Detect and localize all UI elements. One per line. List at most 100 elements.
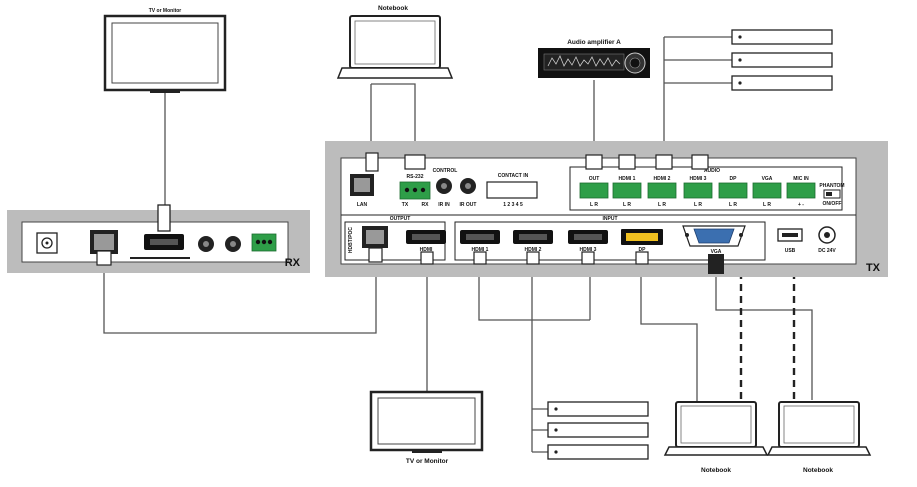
tx-input-section [454, 221, 766, 261]
cable-notebook-rs232 [371, 83, 416, 158]
tx-tx-pin: TX [402, 202, 409, 208]
player-top-2-led [738, 58, 742, 62]
notebook-top-display [354, 20, 436, 65]
rx-audio-jack-2-inner [230, 241, 236, 247]
tx-output-label: OUTPUT [390, 216, 411, 222]
tx-in-hdmi1-port-inner [466, 234, 494, 240]
tx-audio-dp-label: DP [730, 176, 738, 182]
tx-in-dp-plug [635, 251, 649, 265]
player-bottom-1 [547, 401, 649, 417]
notebook-bottom-left: Notebook [663, 401, 769, 474]
tx-ir-out-label: IR OUT [460, 202, 477, 208]
notebook-top-base [336, 67, 454, 79]
cable-players-top-branches [664, 36, 732, 84]
tx-audio-hdmi1-plug [618, 154, 636, 170]
tx-audio-out-plug [585, 154, 603, 170]
players-top [731, 29, 833, 91]
tx-audio-dp-lr: L R [729, 202, 737, 208]
tx-audio-hdmi3-plug [691, 154, 709, 170]
tx-mic-in-label: MIC IN [793, 176, 809, 182]
audio-amp-panel [543, 53, 625, 71]
tx-rs232-plug [404, 154, 426, 170]
tx-mic-in-terminal [786, 182, 816, 199]
tx-audio-hdmi2-label: HDMI 2 [654, 176, 671, 182]
rx-terminal-screw-2 [261, 239, 267, 245]
tx-phantom-label: PHANTOM [819, 183, 844, 189]
player-bottom-2 [547, 422, 649, 438]
rx-hdmi-port-inner [150, 239, 178, 245]
tx-in-hdmi1-plug [473, 251, 487, 265]
tv-bottom-screen [377, 397, 476, 445]
tx-unit: TX LAN RS-232 TX RX CONTROL IR IN IR OUT… [325, 141, 888, 277]
rx-unit: RX [7, 204, 310, 273]
rx-hdmi-plug [157, 204, 171, 232]
tx-in-hdmi3-port-inner [574, 234, 602, 240]
audio-amplifier: Audio amplifier A [538, 39, 650, 78]
tx-audio-dp-terminal [718, 182, 748, 199]
player-bottom-3 [547, 444, 649, 460]
tx-in-vga-label: VGA [711, 249, 722, 255]
tx-usb-label: USB [785, 248, 796, 254]
audio-cables-dashed [739, 200, 796, 400]
tx-rs232-screw-3 [420, 187, 426, 193]
tv-bottom-stand [412, 450, 442, 453]
player-bottom-1-led [554, 407, 558, 411]
tx-out-hdmi-plug [420, 251, 434, 265]
notebook-bottom-right: Notebook [766, 401, 872, 474]
player-bottom-2-led [554, 428, 558, 432]
tx-lan-label: LAN [357, 202, 368, 208]
tx-in-hdmi2-port-inner [519, 234, 547, 240]
tv-top: TV or Monitor [103, 8, 227, 93]
player-top-3 [731, 75, 833, 91]
player-bottom-3-led [554, 450, 558, 454]
players-bottom [547, 401, 649, 460]
tx-audio-hdmi3-lr: L R [694, 202, 702, 208]
tx-ir-out-jack-inner [465, 183, 471, 189]
tx-control-label: CONTROL [433, 168, 458, 174]
tx-in-dp-port-inner [626, 233, 658, 241]
tx-audio-hdmi1-lr: L R [623, 202, 631, 208]
notebook-bl-label: Notebook [701, 467, 731, 474]
tx-label: TX [866, 262, 881, 274]
tx-rs232-screw-1 [404, 187, 410, 193]
tv-top-label: TV or Monitor [149, 8, 182, 14]
tx-audio-vga-lr: L R [763, 202, 771, 208]
tx-in-vga-screw-left [685, 233, 689, 237]
tx-audio-out-lr: L R [590, 202, 598, 208]
tx-in-hdmi3-plug [581, 251, 595, 265]
cable-dp-notebook [640, 252, 698, 402]
tx-dc-jack-pin [824, 232, 830, 238]
audio-amp-eq [547, 55, 621, 67]
tx-lan-port-inner [354, 178, 370, 192]
tx-audio-hdmi1-terminal [612, 182, 642, 199]
tx-audio-vga-terminal [752, 182, 782, 199]
rx-divider [130, 257, 190, 259]
rx-label: RX [285, 257, 301, 269]
tx-audio-hdmi2-lr: L R [658, 202, 666, 208]
tx-ir-in-label: IR IN [438, 202, 450, 208]
notebook-top-label: Notebook [378, 5, 408, 12]
tx-ir-in-jack-inner [441, 183, 447, 189]
tx-rx-pin: RX [422, 202, 430, 208]
notebook-bl-base [663, 446, 769, 456]
tx-rs232-screw-2 [412, 187, 418, 193]
rx-terminal-screw-3 [267, 239, 273, 245]
cable-rx-tx-hdbt [103, 258, 377, 334]
cable-vga-notebook [715, 275, 813, 400]
tx-contact-in-label: CONTACT IN [498, 173, 529, 179]
notebook-br-label: Notebook [803, 467, 833, 474]
tx-in-hdmi1-label: HDMI 1 [472, 247, 489, 253]
tx-in-dp-label: DP [639, 247, 647, 253]
tx-rs232-label: RS-232 [407, 174, 424, 180]
tx-contact-pins: 1 2 3 4 5 [503, 202, 523, 208]
tx-in-hdmi2-plug [526, 251, 540, 265]
rx-dc-jack-pin [45, 241, 49, 245]
tx-in-hdmi2-label: HDMI 2 [525, 247, 542, 253]
tx-hdbt-label: HDBT/POC [348, 227, 354, 254]
tx-usb-port-inner [782, 233, 798, 237]
tv-top-screen [111, 22, 219, 84]
player-top-1-led [738, 35, 742, 39]
tx-lan-plug [365, 152, 379, 172]
rx-hdbt-plug [96, 250, 112, 266]
